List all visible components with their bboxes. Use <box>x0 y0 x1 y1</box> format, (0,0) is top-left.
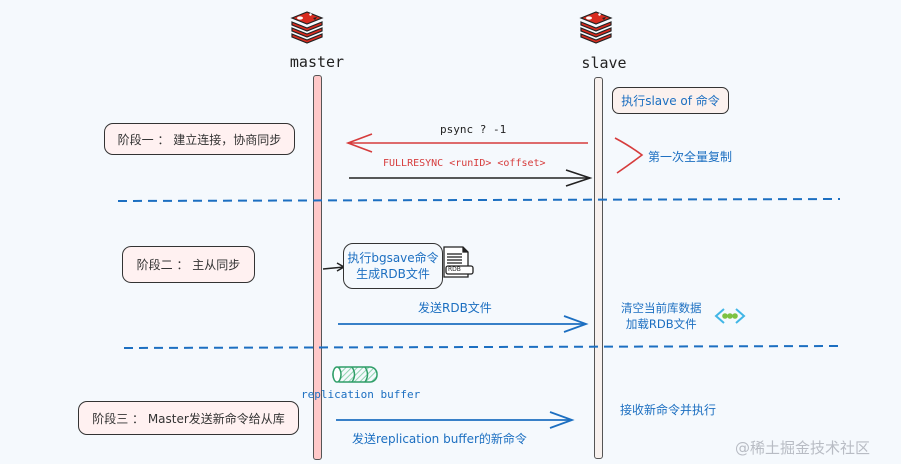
phase-3-box: 阶段三 ： Master发送新命令给从库 <box>78 401 299 435</box>
master-lifeline <box>313 75 322 460</box>
fullresync-arrow <box>349 169 593 187</box>
clear-load-label: 清空当前库数据 加载RDB文件 <box>621 300 702 332</box>
send-buffer-label: 发送replication buffer的新命令 <box>352 432 527 446</box>
phase-2-box: 阶段二 ： 主从同步 <box>122 246 255 283</box>
send-buffer-arrow <box>336 411 575 429</box>
slave-title: slave <box>581 54 627 72</box>
rdb-file-icon <box>443 246 474 278</box>
slaveof-note: 执行slave of 命令 <box>612 87 729 114</box>
rdb-file-label: RDB <box>448 266 461 273</box>
phase-separator-1 <box>117 198 841 202</box>
watermark: @稀土掘金技术社区 <box>735 439 871 457</box>
master-title: master <box>289 53 345 71</box>
phase-1-box: 阶段一 ： 建立连接，协商同步 <box>104 123 295 155</box>
replication-buffer-label: replication buffer <box>301 388 421 401</box>
replication-buffer-icon <box>332 366 378 383</box>
clear-line-2: 加载RDB文件 <box>625 317 697 331</box>
psync-arrow <box>345 133 588 153</box>
receive-exec-label: 接收新命令并执行 <box>620 403 717 417</box>
send-rdb-label: 发送RDB文件 <box>418 301 492 315</box>
master-redis-icon <box>290 11 324 44</box>
bgsave-note: 执行bgsave命令 生成RDB文件 <box>343 243 443 289</box>
bgsave-arrow <box>322 262 346 272</box>
send-rdb-arrow <box>338 315 589 333</box>
clear-line-1: 清空当前库数据 <box>621 301 702 315</box>
psync-label: psync ? -1 <box>440 123 507 136</box>
phase-separator-2 <box>123 345 841 349</box>
load-data-icon <box>714 308 746 324</box>
first-copy-bracket <box>614 137 644 174</box>
slave-lifeline <box>594 77 603 459</box>
slave-redis-icon <box>579 11 613 44</box>
bgsave-line-2: 生成RDB文件 <box>356 267 430 281</box>
bgsave-line-1: 执行bgsave命令 <box>347 251 439 265</box>
first-full-copy-label: 第一次全量复制 <box>648 150 733 164</box>
fullresync-label: FULLRESYNC <runID> <offset> <box>383 158 546 169</box>
